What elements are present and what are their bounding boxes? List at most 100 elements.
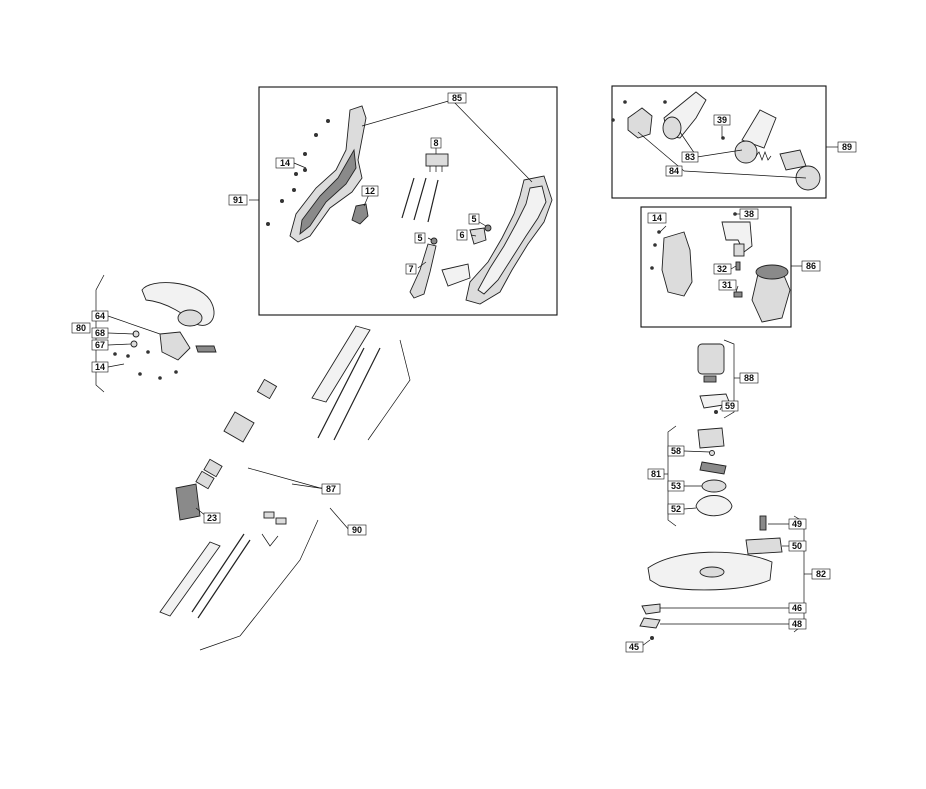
- wire-set: [401, 177, 439, 223]
- front-handle-end: [177, 309, 203, 327]
- rear-grip: [741, 109, 777, 149]
- lock-plate: [441, 263, 471, 287]
- svg-text:89: 89: [842, 142, 852, 152]
- part-48-guard-plate: [639, 617, 661, 629]
- motor-terminal: [703, 375, 717, 383]
- part-31-clip: [733, 291, 743, 298]
- svg-text:50: 50: [792, 541, 802, 551]
- left-housing-inner: [299, 148, 357, 236]
- callout-38: 38: [739, 208, 759, 220]
- part-5-spring: [484, 224, 492, 232]
- connector-pins: [263, 511, 287, 525]
- callout-14-b: 14: [647, 212, 667, 224]
- svg-text:53: 53: [671, 481, 681, 491]
- part-32-spring: [735, 261, 741, 271]
- left-housing-half: [289, 105, 367, 243]
- callout-31: 31: [718, 279, 737, 291]
- svg-text:5: 5: [417, 233, 422, 243]
- part-5b-spring: [430, 237, 438, 245]
- svg-text:86: 86: [806, 261, 816, 271]
- svg-text:7: 7: [408, 264, 413, 274]
- svg-text:38: 38: [744, 209, 754, 219]
- screw-set-left: [266, 119, 330, 226]
- part-50-nut: [745, 537, 783, 555]
- callout-80: 80: [71, 322, 91, 334]
- callout-83: 83: [681, 151, 699, 163]
- callout-14-c: 14: [91, 361, 109, 373]
- callout-14-a: 14: [275, 157, 295, 169]
- svg-text:45: 45: [629, 642, 639, 652]
- callout-84: 84: [665, 165, 683, 177]
- callout-53: 53: [667, 480, 685, 492]
- part-67-nut: [130, 340, 138, 348]
- callout-50: 50: [788, 540, 807, 552]
- lower-shaft-wires: [191, 533, 251, 619]
- screw-set-86: [650, 212, 737, 270]
- callout-46: 46: [788, 602, 807, 614]
- callout-67: 67: [91, 339, 109, 351]
- part-53-spool: [701, 479, 727, 493]
- callout-82: 82: [811, 568, 831, 580]
- motor-can: [697, 343, 725, 375]
- callout-68: 68: [91, 327, 109, 339]
- callout-91: 91: [228, 194, 248, 206]
- motor-shell-top: [755, 264, 789, 280]
- part-49-bolt: [759, 515, 767, 531]
- motor-shell-left: [661, 231, 693, 297]
- right-housing-inner: [477, 185, 547, 295]
- svg-text:31: 31: [722, 280, 732, 290]
- callout-87: 87: [321, 483, 341, 495]
- connector-clip: [261, 533, 279, 547]
- svg-text:46: 46: [792, 603, 802, 613]
- motor-housing-frame: [640, 206, 792, 328]
- svg-text:23: 23: [207, 513, 217, 523]
- svg-text:59: 59: [725, 401, 735, 411]
- svg-text:6: 6: [459, 230, 464, 240]
- svg-text:14: 14: [280, 158, 290, 168]
- svg-text:91: 91: [233, 195, 243, 205]
- svg-text:12: 12: [365, 186, 375, 196]
- bracket-line-81: [667, 425, 677, 527]
- svg-text:80: 80: [76, 323, 86, 333]
- svg-text:8: 8: [433, 138, 438, 148]
- bracket-plate: [733, 243, 745, 257]
- callout-64: 64: [91, 310, 109, 322]
- part-7-trigger: [409, 243, 437, 299]
- callout-5-a: 5: [468, 213, 480, 225]
- svg-text:58: 58: [671, 446, 681, 456]
- part-8-terminal: [425, 153, 449, 172]
- clamp-ring: [662, 116, 682, 140]
- callout-7: 7: [405, 263, 417, 275]
- svg-text:82: 82: [816, 569, 826, 579]
- svg-text:67: 67: [95, 340, 105, 350]
- part-45-screw: [650, 636, 654, 640]
- leader-lines: [91, 99, 838, 647]
- callout-59: 59: [721, 400, 739, 412]
- callout-58: 58: [667, 445, 685, 457]
- callout-85: 85: [447, 92, 467, 104]
- svg-text:52: 52: [671, 504, 681, 514]
- svg-text:49: 49: [792, 519, 802, 529]
- bracket-line-82: [793, 515, 805, 633]
- shaft-bracket-upper: [367, 339, 411, 441]
- svg-text:90: 90: [352, 525, 362, 535]
- spool-spring: [699, 461, 727, 475]
- callout-48: 48: [788, 618, 807, 630]
- callout-81: 81: [647, 468, 665, 480]
- callout-5-b: 5: [414, 232, 426, 244]
- svg-text:87: 87: [326, 484, 336, 494]
- rear-clamp-left: [627, 107, 653, 139]
- guard-hub: [699, 566, 725, 578]
- callout-39: 39: [713, 114, 731, 126]
- spool-housing: [697, 427, 725, 449]
- callout-23: 23: [203, 512, 221, 524]
- svg-text:84: 84: [669, 166, 679, 176]
- svg-text:39: 39: [717, 115, 727, 125]
- rear-grip-cap: [734, 140, 758, 164]
- svg-text:48: 48: [792, 619, 802, 629]
- svg-text:85: 85: [452, 93, 462, 103]
- coupling-parts: [195, 378, 278, 490]
- part-59-screw: [714, 410, 718, 414]
- callout-52: 52: [667, 503, 685, 515]
